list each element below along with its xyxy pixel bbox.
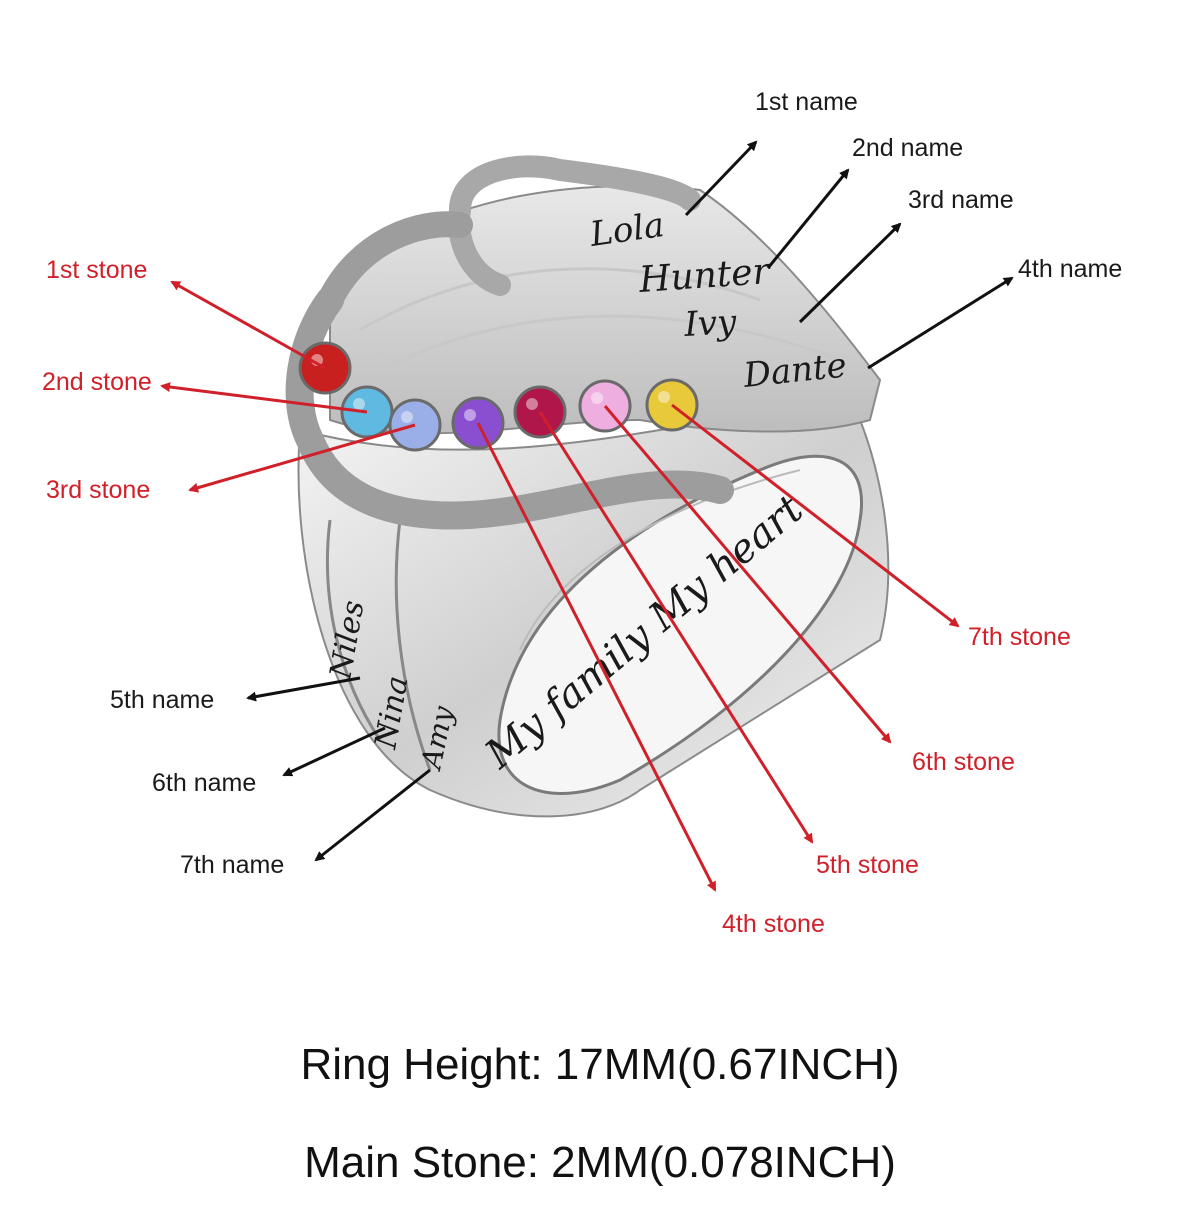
ring-height-spec: Ring Height: 17MM(0.67INCH) (300, 1040, 900, 1089)
main-stone-spec: Main Stone: 2MM(0.078INCH) (304, 1138, 896, 1187)
stone-leader-arrow-7 (671, 403, 960, 628)
stone-highlight (658, 391, 670, 403)
stone-leader-arrow-4 (476, 422, 717, 892)
name-leader-arrow-6 (282, 726, 386, 777)
label-name-2: 2nd name (852, 134, 964, 162)
stone-highlight (464, 409, 476, 421)
name-leader-arrow-5 (246, 676, 361, 702)
ring-band (297, 419, 890, 818)
stone-highlight (353, 398, 365, 410)
stone-highlight (526, 398, 538, 410)
stone-leader-arrow-2 (160, 382, 368, 414)
stone-highlight (401, 411, 413, 423)
label-name-7: 7th name (180, 851, 285, 879)
label-stone-4: 4th stone (722, 910, 825, 938)
birthstones (298, 341, 699, 452)
heart-pave (285, 155, 734, 530)
stone-highlight (591, 392, 603, 404)
label-name-4: 4th name (1018, 255, 1123, 283)
stone-leader-arrow-5 (538, 411, 814, 844)
label-stone-2: 2nd stone (42, 368, 152, 396)
label-name-3: 3rd name (908, 186, 1014, 214)
label-stone-7: 7th stone (968, 623, 1071, 651)
engraving-name-3: Ivy (682, 302, 738, 345)
label-stone-5: 5th stone (816, 851, 919, 879)
stone-leader-arrow-1 (170, 280, 326, 370)
stone-leader-arrow-3 (188, 423, 416, 493)
name-leader-arrow-3 (798, 222, 902, 324)
leader-lines (160, 140, 1014, 892)
label-name-5: 5th name (110, 686, 215, 714)
label-stone-1: 1st stone (46, 256, 148, 284)
name-leader-arrow-7 (314, 768, 431, 862)
label-stone-3: 3rd stone (46, 476, 151, 504)
name-leader-arrow-4 (867, 276, 1014, 370)
engraving-name-2: Hunter (637, 251, 773, 301)
label-name-6: 6th name (152, 769, 257, 797)
name-leader-arrow-2 (766, 168, 850, 269)
label-stone-6: 6th stone (912, 748, 1015, 776)
stone-leader-arrow-6 (603, 405, 892, 744)
name-leader-arrow-1 (684, 140, 758, 217)
label-name-1: 1st name (755, 88, 858, 116)
